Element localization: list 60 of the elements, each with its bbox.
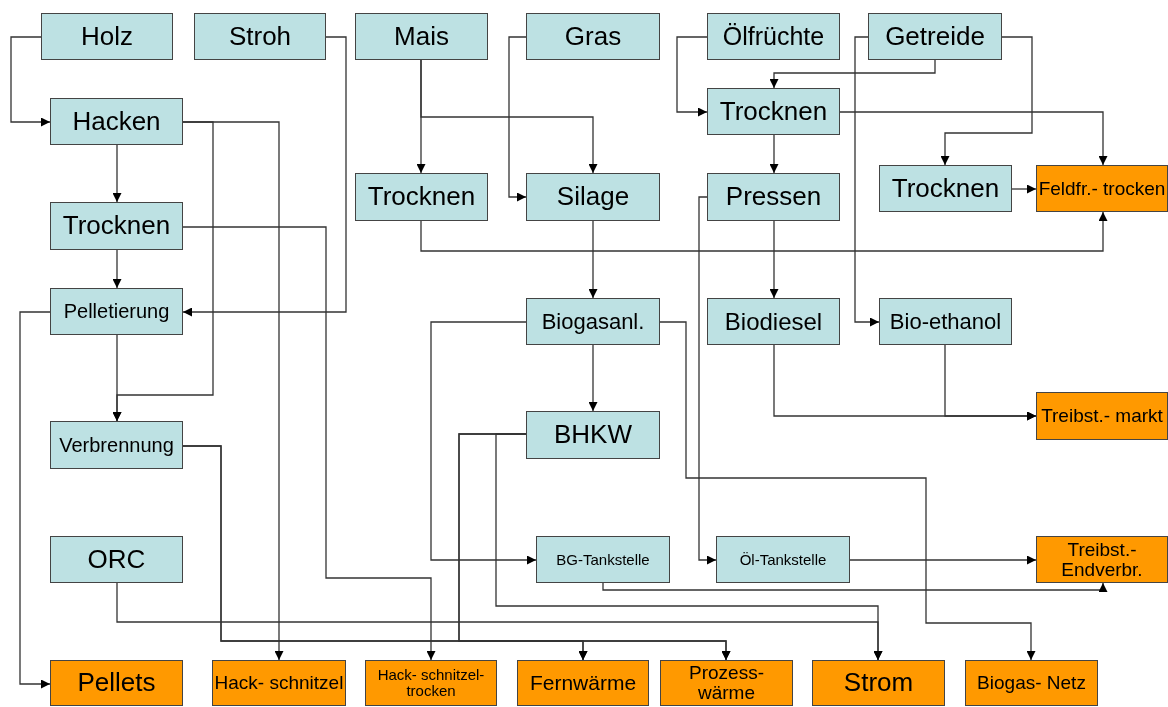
arrow: [769, 59, 936, 89]
process-box: Silage: [526, 173, 660, 221]
arrow: [602, 582, 1108, 592]
arrow: [659, 321, 1036, 661]
process-box: Trocknen: [50, 202, 183, 250]
arrow: [420, 59, 598, 174]
arrow: [1011, 184, 1037, 194]
process-box: Biogasanl.: [526, 298, 660, 345]
process-box: BG-Tankstelle: [536, 536, 670, 583]
output-box: Feldfr.- trocken: [1036, 165, 1168, 212]
arrow: [588, 220, 598, 299]
arrow: [182, 445, 731, 661]
arrow: [769, 134, 779, 174]
process-box: Pelletierung: [50, 288, 183, 335]
arrow: [116, 582, 883, 661]
process-box: Stroh: [194, 13, 326, 60]
arrow: [19, 311, 51, 689]
process-box: Trocknen: [879, 165, 1012, 212]
process-box: ORC: [50, 536, 183, 583]
process-box: Ölfrüchte: [707, 13, 840, 60]
process-box: Pressen: [707, 173, 840, 221]
process-box: Mais: [355, 13, 488, 60]
arrow: [944, 344, 1037, 421]
arrow: [849, 555, 1037, 565]
arrow: [854, 36, 880, 327]
arrow: [430, 321, 537, 565]
output-box: Treibst.- Endverbr.: [1036, 536, 1168, 583]
arrow: [839, 111, 1108, 166]
process-box: Verbrennung: [50, 421, 183, 469]
output-box: Hack- schnitzel-trocken: [365, 660, 497, 706]
process-box: Trocknen: [355, 173, 488, 221]
output-box: Fernwärme: [517, 660, 649, 706]
arrow: [112, 144, 122, 203]
output-box: Treibst.- markt: [1036, 392, 1168, 440]
arrow: [420, 211, 1108, 252]
arrow: [698, 196, 717, 565]
arrow: [508, 36, 527, 202]
arrow: [588, 344, 598, 412]
output-box: Biogas- Netz: [965, 660, 1098, 706]
process-box: Bio-ethanol: [879, 298, 1012, 345]
process-box: Getreide: [868, 13, 1002, 60]
arrow: [182, 226, 436, 661]
output-box: Pellets: [50, 660, 183, 706]
arrow: [112, 249, 122, 289]
arrow: [10, 36, 51, 127]
output-box: Strom: [812, 660, 945, 706]
arrow: [676, 36, 708, 117]
process-box: BHKW: [526, 411, 660, 459]
arrow: [769, 220, 779, 299]
arrow: [182, 36, 347, 317]
process-box: Hacken: [50, 98, 183, 145]
process-box: Trocknen: [707, 88, 840, 135]
process-box: Biodiesel: [707, 298, 840, 345]
output-box: Prozess- wärme: [660, 660, 793, 706]
process-box: Holz: [41, 13, 173, 60]
process-box: Gras: [526, 13, 660, 60]
arrow: [940, 36, 1033, 166]
output-box: Hack- schnitzel: [212, 660, 346, 706]
process-box: Öl-Tankstelle: [716, 536, 850, 583]
arrow: [112, 334, 122, 422]
